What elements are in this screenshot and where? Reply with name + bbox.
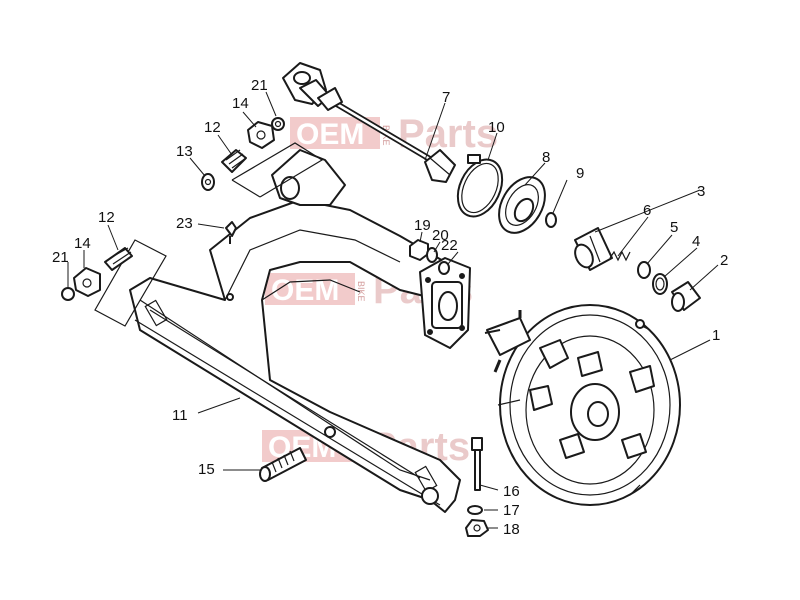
watermark-top: OEM BIKE Parts xyxy=(290,112,498,156)
callout-12-left: 12 xyxy=(98,209,115,226)
bevel-bush xyxy=(574,227,613,271)
washer-13 xyxy=(201,173,215,191)
bolt-16 xyxy=(471,437,483,491)
svg-text:BIKE: BIKE xyxy=(356,281,366,302)
callout-19: 19 xyxy=(414,217,431,234)
callout-13: 13 xyxy=(176,143,193,160)
callout-9: 9 xyxy=(576,165,584,182)
callout-18: 18 xyxy=(503,521,520,538)
nut-19 xyxy=(409,239,429,261)
svg-text:OEM: OEM xyxy=(271,274,339,307)
clamp-ring xyxy=(456,154,504,218)
callout-16: 16 xyxy=(503,483,520,500)
callout-8: 8 xyxy=(542,149,550,166)
pin-12-left xyxy=(104,247,133,271)
callout-2: 2 xyxy=(720,252,728,269)
callout-5: 5 xyxy=(670,219,678,236)
grease-nipple-23 xyxy=(225,221,237,244)
leader-lines xyxy=(67,91,719,529)
callout-7: 7 xyxy=(442,89,450,106)
nut-18 xyxy=(465,519,489,537)
nut-14-left xyxy=(73,267,101,297)
pivot-box-upper xyxy=(231,142,324,198)
hub-assembly xyxy=(484,304,681,506)
spring-6 xyxy=(609,250,631,262)
callout-17: 17 xyxy=(503,502,520,519)
bolt-15 xyxy=(259,447,307,482)
callout-11: 11 xyxy=(172,407,188,424)
callout-1: 1 xyxy=(712,327,720,344)
callout-labels: 1 2 3 4 5 6 7 8 9 10 11 12 12 13 14 14 1… xyxy=(52,77,728,538)
o-ring-9 xyxy=(545,212,557,228)
nut-14-top xyxy=(247,121,275,149)
callout-14-top: 14 xyxy=(232,95,249,112)
callout-10: 10 xyxy=(488,119,505,136)
callout-4: 4 xyxy=(692,233,700,250)
callout-20: 20 xyxy=(432,227,449,244)
callout-14-left: 14 xyxy=(74,235,91,252)
svg-text:OEM: OEM xyxy=(296,118,364,151)
callout-21-left: 21 xyxy=(52,249,69,266)
pin-12-top xyxy=(221,149,247,173)
ring-4 xyxy=(652,273,668,295)
callout-23: 23 xyxy=(176,215,193,232)
callout-3: 3 xyxy=(697,183,705,200)
cap-21-left xyxy=(61,287,75,301)
washer-5 xyxy=(637,261,651,279)
washer-22 xyxy=(438,261,450,275)
washer-17 xyxy=(467,505,483,515)
nut-21-top xyxy=(271,117,285,131)
callout-21-top: 21 xyxy=(251,77,268,94)
callout-12-top: 12 xyxy=(204,119,221,136)
rubber-boot xyxy=(498,176,546,234)
callout-6: 6 xyxy=(643,202,651,219)
pinion-2 xyxy=(671,281,701,312)
callout-15: 15 xyxy=(198,461,215,478)
swing-arm xyxy=(129,149,471,513)
callout-22: 22 xyxy=(441,237,458,254)
